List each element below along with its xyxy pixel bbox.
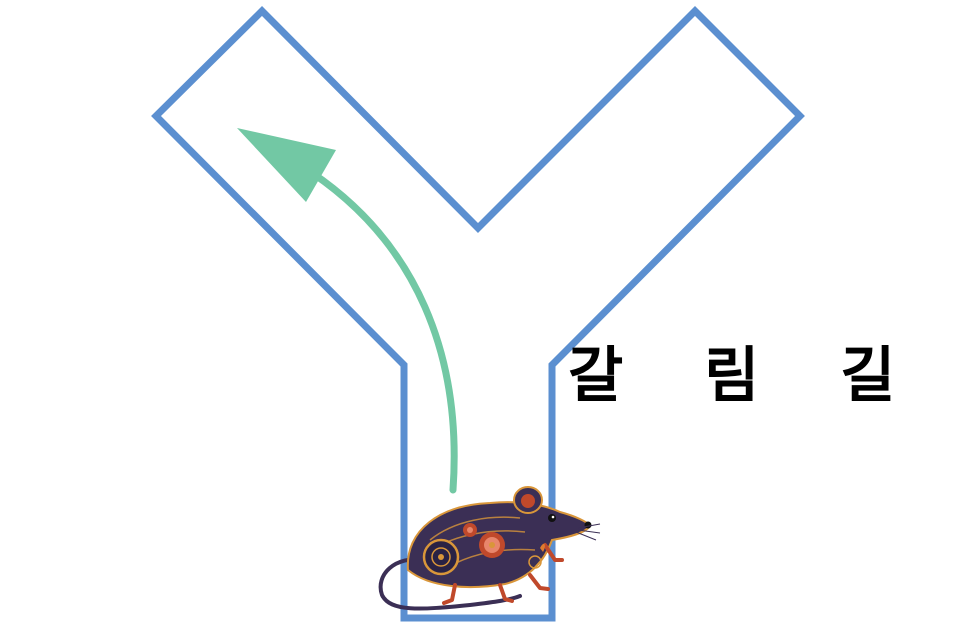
mouse-flower-small [463, 523, 477, 537]
arrow-shaft [296, 161, 458, 494]
mouse-legs [442, 543, 564, 605]
mouse-wheel-inner [431, 547, 451, 567]
mouse-eye [548, 514, 556, 522]
curved-arrow-icon [237, 128, 458, 494]
mouse-whiskers [575, 523, 601, 541]
arrow-head [237, 128, 336, 202]
mouse-icon [378, 486, 601, 611]
maze-label: 갈 림 길 [568, 341, 926, 411]
mouse-eye-highlight [551, 515, 555, 519]
mouse-ear-inner [521, 494, 535, 508]
mouse-spiral-ornament [528, 555, 542, 569]
mouse-wheel-center [438, 554, 444, 560]
mouse-tail [378, 557, 522, 611]
mouse-flame-ornament [540, 543, 545, 552]
y-maze-outline [151, 6, 805, 622]
mouse-nose [584, 521, 592, 529]
mouse-flower-large [479, 532, 505, 558]
